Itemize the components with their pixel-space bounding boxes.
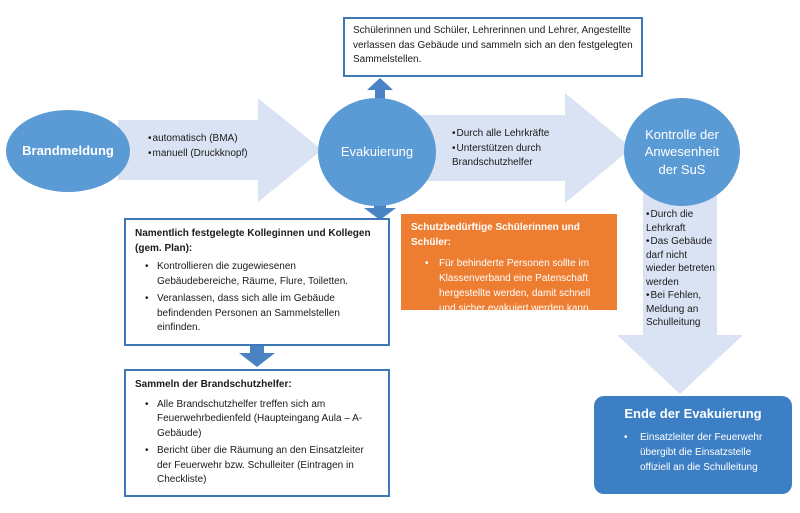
colleagues-box-item: Kontrollieren die zugewiesenen Gebäudebe… xyxy=(135,260,379,289)
colleagues-box: Namentlich festgelegte Kolleginnen und K… xyxy=(124,218,390,346)
arrow2-text: Durch alle Lehrkräfte Unterstützen durch… xyxy=(452,127,564,171)
arrow-down-to-colleagues xyxy=(364,200,396,220)
arrow1-item: automatisch (BMA) xyxy=(148,132,260,147)
arrow1-text: automatisch (BMA) manuell (Druckknopf) xyxy=(148,132,260,161)
end-box: Ende der Evakuierung Einsatzleiter der F… xyxy=(594,396,792,494)
node-evakuierung: Evakuierung xyxy=(318,98,436,206)
node-evakuierung-label: Evakuierung xyxy=(340,144,414,160)
helpers-box-item: Alle Brandschutzhelfer treffen sich am F… xyxy=(135,398,379,442)
top-box: Schülerinnen und Schüler, Lehrerinnen un… xyxy=(343,17,643,77)
top-box-text: Schülerinnen und Schüler, Lehrerinnen un… xyxy=(353,25,633,65)
arrow-up-to-top-box xyxy=(367,78,393,102)
helpers-box-title: Sammeln der Brandschutzhelfer: xyxy=(135,379,292,390)
helpers-box: Sammeln der Brandschutzhelfer: Alle Bran… xyxy=(124,369,390,497)
end-box-title: Ende der Evakuierung xyxy=(624,406,762,421)
down-arrow-item: Durch die Lehrkraft xyxy=(646,208,718,235)
node-kontrolle: Kontrolle der Anwesenheit der SuS xyxy=(624,98,740,206)
arrow2-item: Durch alle Lehrkräfte xyxy=(452,127,564,142)
vulnerable-box-title: Schutzbedürftige Schülerinnen und Schüle… xyxy=(411,222,580,248)
arrow-colleagues-to-helpers xyxy=(239,344,275,367)
vulnerable-box-text: Für behinderte Personen sollte im Klasse… xyxy=(411,256,607,316)
arrow1-item: manuell (Druckknopf) xyxy=(148,147,260,162)
down-arrow-text: Durch die Lehrkraft Das Gebäude darf nic… xyxy=(646,208,718,330)
colleagues-box-title: Namentlich festgelegte Kolleginnen und K… xyxy=(135,228,371,254)
helpers-box-list: Alle Brandschutzhelfer treffen sich am F… xyxy=(135,398,379,488)
arrow2-item: Unterstützen durch Brandschutzhelfer xyxy=(452,142,564,171)
end-box-text: Einsatzleiter der Feuerwehr übergibt die… xyxy=(604,430,782,475)
down-arrow-item: Das Gebäude darf nicht wieder betreten w… xyxy=(646,235,718,289)
node-kontrolle-label: Kontrolle der Anwesenheit der SuS xyxy=(644,126,720,177)
colleagues-box-list: Kontrollieren die zugewiesenen Gebäudebe… xyxy=(135,260,379,336)
colleagues-box-item: Veranlassen, dass sich alle im Gebäude b… xyxy=(135,292,379,336)
node-brandmeldung-label: Brandmeldung xyxy=(22,143,114,159)
node-brandmeldung: Brandmeldung xyxy=(6,110,130,192)
helpers-box-item: Bericht über die Räumung an den Einsatzl… xyxy=(135,444,379,488)
down-arrow-item: Bei Fehlen, Meldung an Schulleitung xyxy=(646,289,718,330)
vulnerable-box: Schutzbedürftige Schülerinnen und Schüle… xyxy=(401,214,617,314)
